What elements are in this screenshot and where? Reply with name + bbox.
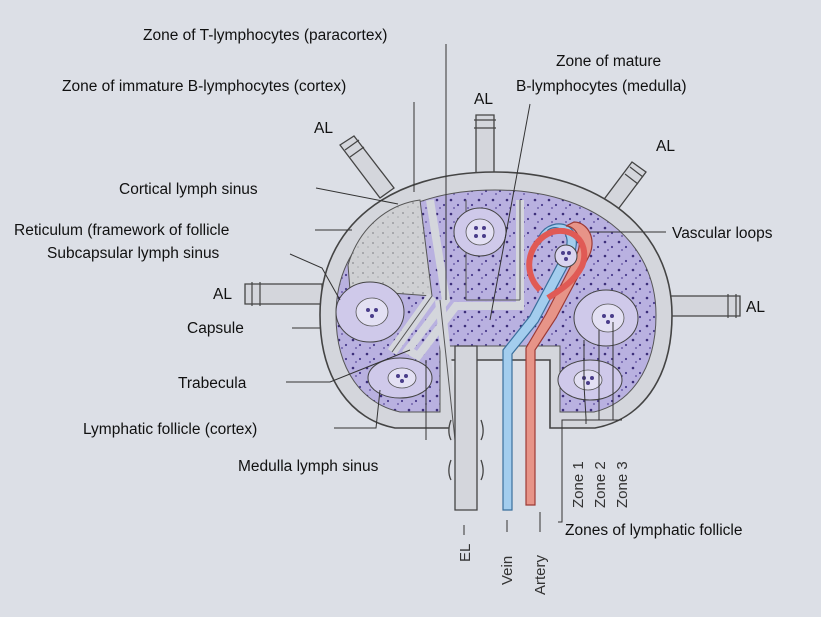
label-subcapsular-lymph-sinus: Subcapsular lymph sinus <box>47 245 220 262</box>
follicle-left <box>336 282 404 342</box>
follicle-lower-left <box>368 358 432 398</box>
label-artery: Artery <box>532 554 549 595</box>
label-zone-mature-line1: Zone of mature <box>556 53 661 70</box>
reticulum-area <box>348 200 432 296</box>
label-zone-3: Zone 3 <box>614 461 631 508</box>
afferent-vessel-right <box>668 294 740 318</box>
label-al-right: AL <box>746 299 765 316</box>
label-lymphatic-follicle: Lymphatic follicle (cortex) <box>83 421 257 438</box>
label-vascular-loops: Vascular loops <box>672 225 773 242</box>
follicle-right <box>574 290 638 346</box>
label-zone-t-lymphocytes: Zone of T-lymphocytes (paracortex) <box>143 27 387 44</box>
follicle-top <box>454 208 506 256</box>
label-zone-immature-b: Zone of immature B-lymphocytes (cortex) <box>62 78 346 95</box>
label-zone-2: Zone 2 <box>592 461 609 508</box>
label-al-upper-left: AL <box>314 120 333 137</box>
vascular-follicle-center <box>555 245 577 267</box>
label-cortical-lymph-sinus: Cortical lymph sinus <box>119 181 258 198</box>
label-zone-1: Zone 1 <box>570 461 587 508</box>
label-reticulum: Reticulum (framework of follicle <box>14 222 229 239</box>
label-trabecula: Trabecula <box>178 375 247 392</box>
afferent-vessel-upper-left <box>340 136 394 198</box>
label-vein: Vein <box>499 556 516 585</box>
label-zone-mature-line2: B-lymphocytes (medulla) <box>516 78 687 95</box>
label-al-top: AL <box>474 91 493 108</box>
label-capsule: Capsule <box>187 320 244 337</box>
label-medulla-lymph-sinus: Medulla lymph sinus <box>238 458 379 475</box>
label-al-left: AL <box>213 286 232 303</box>
afferent-vessel-left <box>245 282 322 306</box>
label-al-upper-right: AL <box>656 138 675 155</box>
label-efferent-lymphatic: EL <box>457 544 474 562</box>
follicle-lower-right <box>558 360 622 400</box>
label-zones-of-lymphatic-follicle: Zones of lymphatic follicle <box>565 522 742 539</box>
